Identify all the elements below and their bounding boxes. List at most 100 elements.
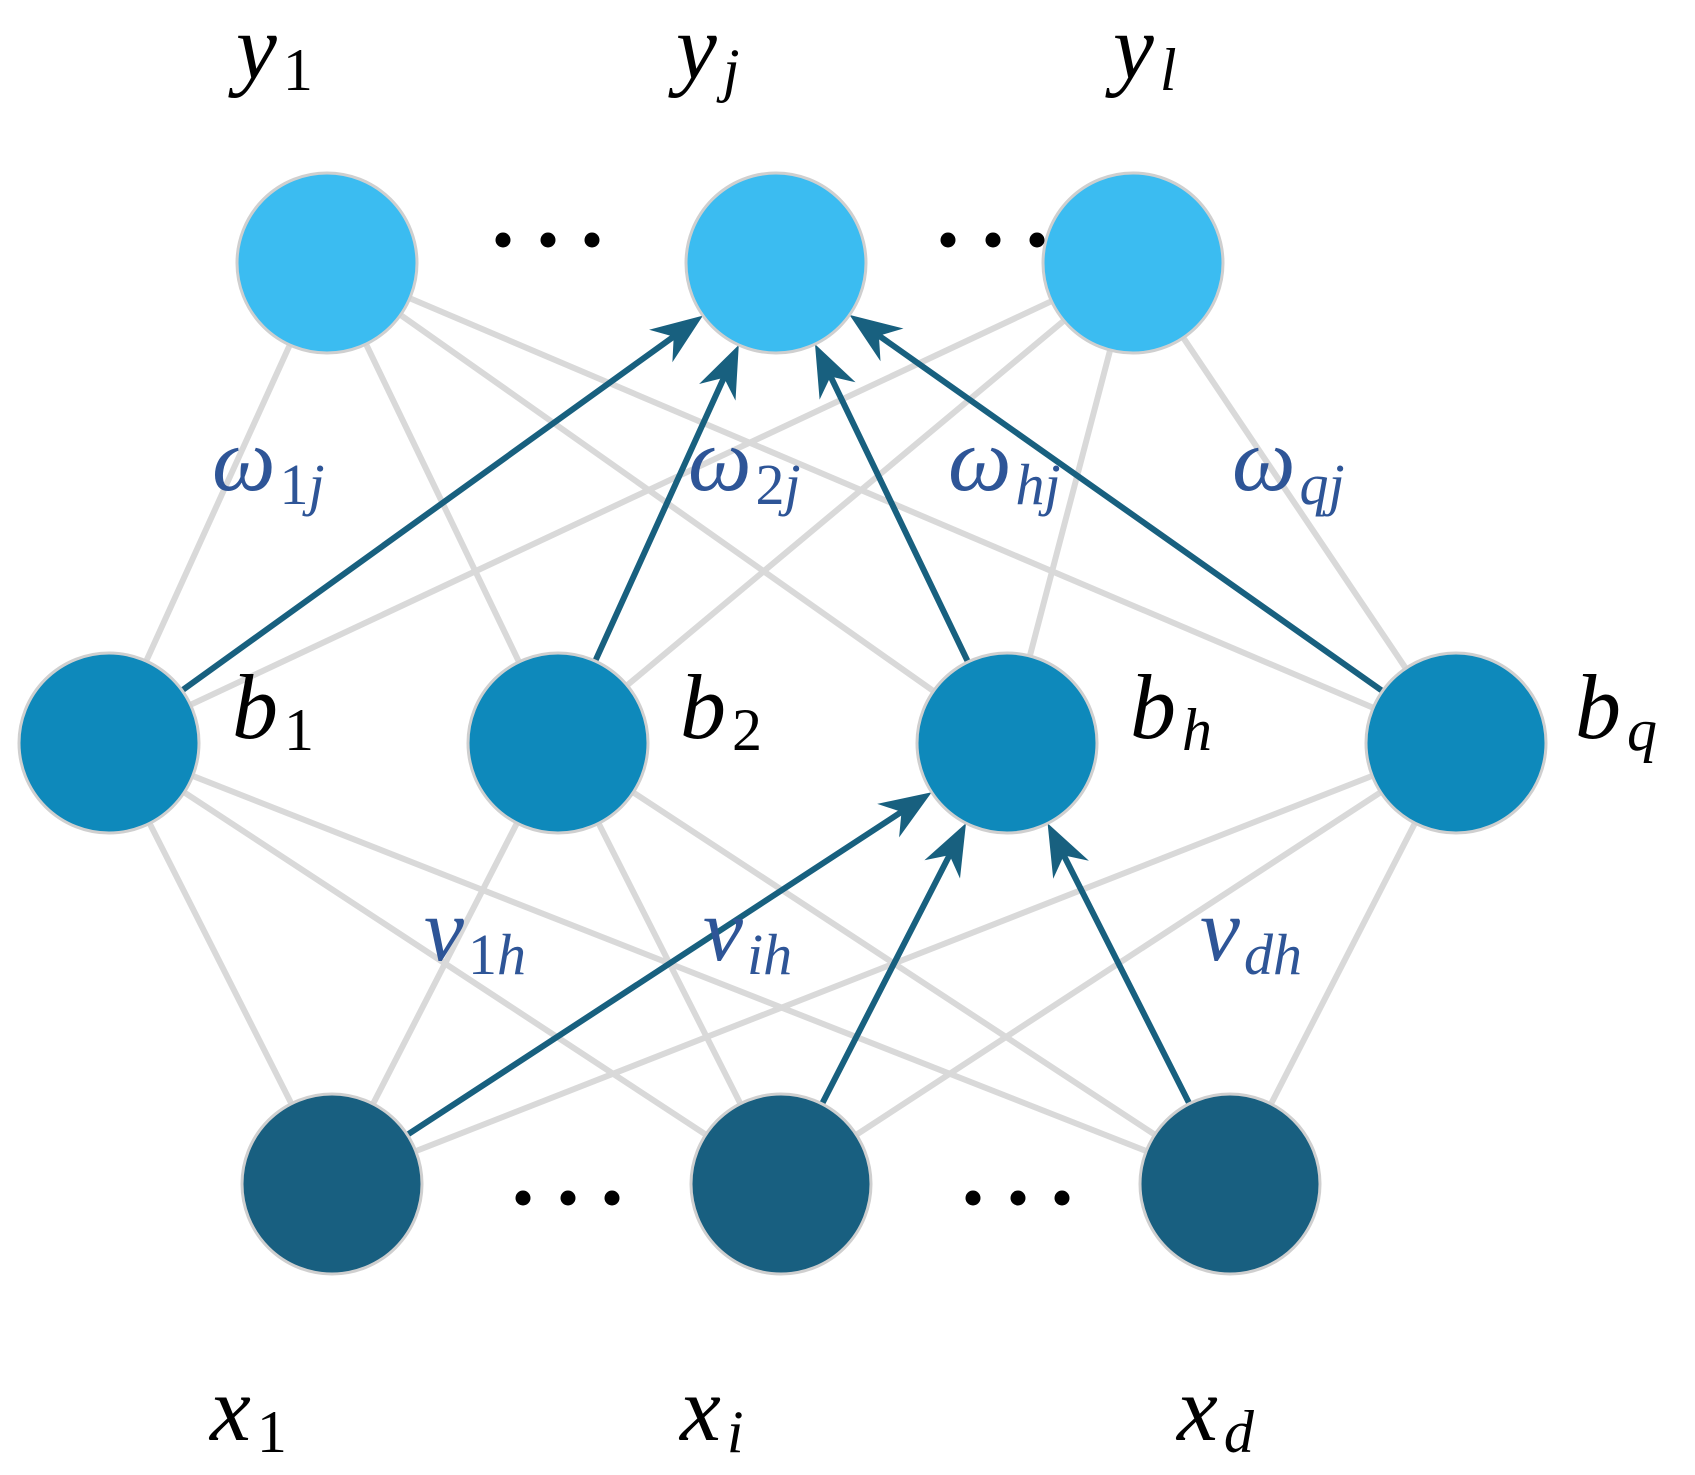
edge-bh-yl [1026,347,1114,659]
node-symbol: b [232,656,278,758]
weight-symbol: ω [1232,411,1296,510]
node-subscript: i [727,1399,744,1465]
weight-label-whj: ωhj [948,411,1061,517]
edge-b1-yl [187,298,1055,708]
ellipsis-dot [495,232,511,248]
weight-subscript: h [497,922,526,987]
node-symbol: b [680,656,726,758]
arrow-shaft [875,332,1386,695]
edges-layer [143,295,1418,1155]
node-subscript: h [1182,697,1212,763]
hidden-node-bq [1364,651,1548,835]
ellipsis-dot [604,1190,620,1206]
weight-label-w2j: ω2j [688,411,801,517]
arrow-shaft [1060,852,1193,1107]
arrow-xd-bh [1047,823,1193,1107]
node-symbol: y [228,0,277,98]
output-node-yj [684,171,868,355]
node-subscript: 1 [257,1399,287,1465]
ellipsis-dot [940,232,956,248]
node-subscript: j [716,37,740,103]
weight-subscript: qj [1300,452,1345,517]
ellipsis-dot [1054,1190,1070,1206]
weight-subscript: dh [1244,922,1302,987]
hidden-node-bh [915,651,1099,835]
ellipsis-dot [584,232,600,248]
input-node-xd [1138,1092,1322,1276]
weight-symbol: v [424,881,464,980]
arrow-x1-bh [404,792,932,1138]
input-node-xi [689,1092,873,1276]
weight-symbol: v [1200,881,1240,980]
weight-label-wqj: ωqj [1232,411,1345,517]
weight-label-vdh: vdh [1200,881,1302,987]
weight-subscript: ih [747,922,792,987]
arrow-b2-yj [592,344,739,665]
node-symbol: y [1105,0,1154,98]
node-subscript: 1 [284,697,314,763]
arrowhead-icon [815,344,856,400]
arrow-b1-yj [179,315,703,694]
nodes-layer [17,171,1548,1276]
weight-symbol: v [703,881,743,980]
arrow-shaft [404,808,905,1138]
arrowhead-icon [877,792,932,838]
weight-label-vih: vih [703,881,792,987]
node-subscript: l [1160,37,1177,103]
ellipsis-dot [560,1190,576,1206]
hidden-node-b2 [466,651,650,835]
arrow-bh-yj [815,344,971,665]
arrow-bq-yj [849,314,1386,695]
arrowhead-icon [1047,823,1089,879]
edge-xd-bq [1268,820,1418,1107]
node-symbol: y [668,0,717,98]
input-node-x1 [240,1092,424,1276]
edge-b2-yl [624,317,1067,689]
input-ellipsis [515,1190,1070,1206]
weight-subscript: 1 [280,452,309,517]
node-subscript: 1 [283,37,313,103]
edge-bq-yl [1180,334,1409,672]
arrowhead-icon [699,344,739,401]
arrow-shaft [179,333,677,694]
arrowhead-icon [649,315,703,363]
hidden-node-b1 [17,651,201,835]
output-ellipsis [495,232,1045,248]
arrow-shaft [592,374,727,665]
node-subscript: 2 [732,697,762,763]
weight-subscript: hj [1016,452,1061,517]
ellipsis-dot [1010,1190,1026,1206]
node-symbol: x [678,1358,721,1460]
output-node-yl [1041,171,1225,355]
ellipsis-layer [495,232,1070,1206]
arrowhead-icon [849,314,904,362]
ellipsis-dot [1029,232,1045,248]
arrow-shaft [819,852,953,1107]
node-symbol: b [1130,656,1176,758]
node-symbol: b [1575,656,1621,758]
node-subscript: d [1224,1399,1255,1465]
weight-symbol: ω [688,411,752,510]
ellipsis-dot [540,232,556,248]
node-symbol: x [208,1358,251,1460]
edge-xi-b1 [181,789,709,1138]
weight-subscript: 1 [468,922,497,987]
weight-label-v1h: v1h [424,881,526,987]
ellipsis-dot [515,1190,531,1206]
output-node-y1 [235,171,419,355]
edge-x1-b1 [146,820,295,1107]
arrow-shaft [827,373,971,665]
node-symbol: x [1175,1358,1218,1460]
